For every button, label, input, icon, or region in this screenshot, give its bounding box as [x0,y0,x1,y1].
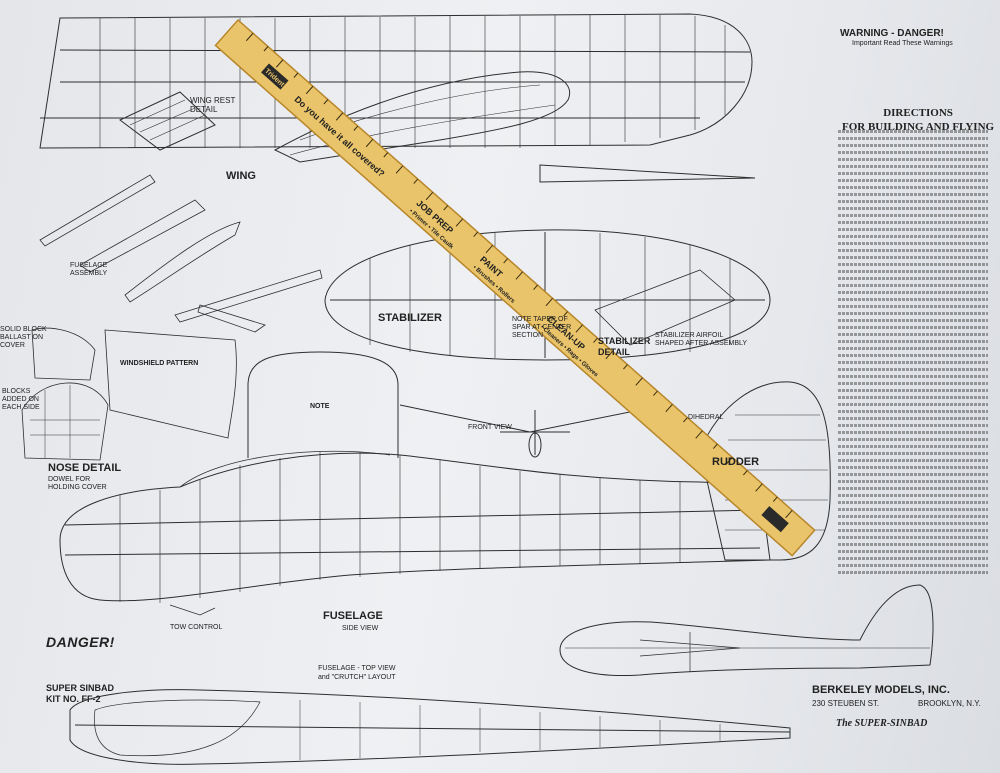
label-stabilizer: STABILIZER [378,312,442,324]
warning-subtitle: Important Read These Warnings [852,40,953,47]
wing-planform [39,13,756,183]
label-windshield-pattern: WINDSHIELD PATTERN [120,360,199,367]
label-stabilizer-airfoil: STABILIZER AIRFOIL SHAPED AFTER ASSEMBLY [655,332,748,347]
label-solid-block: SOLID BLOCK BALLAST ON COVER [0,326,47,349]
ruler-slogan: Do you have it all covered? [293,94,387,179]
label-note: NOTE [310,403,330,410]
company-name: BERKELEY MODELS, INC. [812,684,950,696]
fuselage-side-view [59,450,771,616]
label-side-view: SIDE VIEW [342,625,379,632]
label-kit: SUPER SINBAD KIT NO. FF-2 [46,683,115,704]
company-address-right: BROOKLYN, N.Y. [918,699,981,708]
label-rudder: RUDDER [712,456,760,468]
label-danger: DANGER! [46,634,115,650]
label-wing-rest-detail: WING REST DETAIL [190,96,236,114]
front-view-glider [399,404,666,458]
rudder-plan [699,381,831,561]
label-note-taper: NOTE TAPER OF SPAR AT CENTER SECTION [512,316,572,339]
company-address-left: 230 STEUBEN ST. [812,699,880,708]
label-stabilizer-detail: STABILIZER DETAIL [598,336,651,357]
label-fuselage: FUSELAGE [323,610,383,622]
fuselage-top-view [69,689,791,765]
nose-and-windshield [21,327,237,461]
label-dihedral: DIHEDRAL [688,414,724,421]
glider-side-view [559,584,934,677]
label-fuselage-top-view: FUSELAGE - TOP VIEW and "CRUTCH" LAYOUT [318,665,396,681]
note-board [247,351,399,458]
label-fuselage-assembly: FUSELAGE ASSEMBLY [70,262,108,277]
label-dowel: DOWEL FOR HOLDING COVER [48,476,107,491]
label-front-view: FRONT VIEW [468,424,512,431]
label-wing: WING [226,170,256,182]
fuselage-assembly-sketches [39,174,323,333]
label-tow-control: TOW CONTROL [170,624,223,631]
label-nose-detail: NOSE DETAIL [48,462,122,474]
directions-text-block [838,130,988,600]
plane-name: The SUPER-SINBAD [836,718,928,729]
warning-title: WARNING - DANGER! [840,28,944,39]
label-blocks: BLOCKS ADDED ON EACH SIDE [2,388,40,411]
